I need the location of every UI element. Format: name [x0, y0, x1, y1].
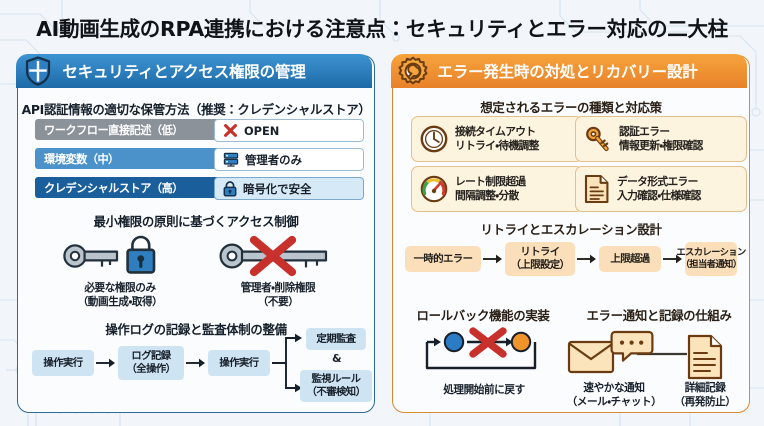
retry-step-1: リトライ （上限設定）	[505, 242, 575, 276]
error-card-1: 認証エラー 情報更新・権限確認	[575, 116, 747, 162]
key-crossed-out-icon	[219, 235, 328, 277]
gear-wrench-icon	[391, 56, 435, 86]
notify-item-1-caption: 詳細記録 （再発防止）	[674, 382, 736, 408]
retry-step-3: エスカレーション （担当者通知）	[676, 242, 746, 276]
notify-diagram	[567, 330, 723, 380]
storage-row-high-label: クレデンシャルストア（高）	[35, 177, 227, 198]
security-panel: セキュリティとアクセス権限の管理 API認証情報の適切な保管方法（推奨：クレデン…	[16, 54, 375, 413]
access-item-0-caption: 必要な権限のみ （動画生成・取得）	[77, 282, 163, 308]
audit-branch-0: 定期監査	[306, 328, 366, 350]
envelope-icon	[567, 340, 615, 374]
storage-section-title: API認証情報の適切な保管方法（推奨：クレデンシャルストア）	[21, 102, 371, 117]
storage-row-low: ワークフロー直接記述（低）	[35, 119, 227, 140]
storage-status-mid-label: 管理者のみ	[245, 152, 302, 167]
security-panel-header: セキュリティとアクセス権限の管理	[16, 54, 373, 89]
document-icon	[584, 174, 609, 204]
storage-status-mid: 管理者のみ	[214, 148, 364, 171]
storage-row-mid: 環境変数（中）	[35, 148, 227, 169]
error-types-section-title: 想定されるエラーの種類と対応策	[480, 100, 662, 115]
arrow-icon	[186, 358, 205, 368]
security-panel-header-label: セキュリティとアクセス権限の管理	[62, 63, 306, 82]
shield-icon	[16, 56, 60, 87]
error-panel-header: エラー発生時の対処とリカバリー設計	[391, 54, 748, 89]
retry-section-title: リトライとエスカレーション設計	[480, 222, 662, 237]
gauge-icon	[420, 175, 448, 203]
storage-row-high: クレデンシャルストア（高）	[35, 177, 227, 198]
key-lock-icon	[63, 235, 156, 274]
storage-row-mid-label: 環境変数（中）	[35, 148, 227, 169]
audit-branch-conjunction: &	[332, 352, 342, 365]
storage-status-low-label: OPEN	[244, 123, 280, 138]
notify-section-title: エラー通知と記録の仕組み	[586, 308, 732, 323]
audit-branch-1: 監視ルール （不審検知）	[300, 370, 372, 402]
error-card-0: 接続タイムアウト リトライ・待機調整	[411, 116, 583, 162]
page-title: AI動画生成のRPA連携における注意点：セキュリティとエラー対応の二大柱	[36, 17, 728, 41]
audit-step-0: 操作実行	[32, 350, 94, 376]
arrow-icon	[96, 358, 115, 368]
storage-status-low: OPEN	[214, 119, 364, 142]
chat-bubble-icon	[610, 330, 654, 362]
error-card-0-text: 接続タイムアウト リトライ・待機調整	[455, 125, 539, 152]
audit-step-1: ログ記録 （全操作）	[118, 346, 184, 380]
rollback-loop-diagram	[425, 327, 537, 370]
error-card-2: レート制限超過 間隔調整・分散	[411, 166, 583, 212]
server-icon	[223, 152, 239, 167]
arrow-icon	[483, 254, 502, 264]
access-item-1-caption: 管理者・削除権限 （不要）	[240, 282, 316, 308]
red-x-icon	[224, 124, 237, 137]
notify-item-0-caption: 速やかな通知 （メール・チャット）	[566, 382, 662, 408]
error-panel-header-label: エラー発生時の対処とリカバリー設計	[437, 63, 698, 82]
padlock-icon	[223, 180, 237, 197]
retry-step-0: 一時的エラー	[405, 246, 481, 272]
clock-icon	[420, 125, 448, 153]
storage-status-high: 暗号化で安全	[214, 177, 364, 200]
document-icon	[687, 334, 723, 380]
rollback-section-title: ロールバック機能の実装	[416, 308, 550, 323]
error-card-3-text: データ形式エラー 入力確認・仕様確認	[617, 175, 701, 202]
arrow-icon	[577, 254, 596, 264]
key-icon	[586, 126, 609, 152]
retry-step-2: 上限超過	[599, 246, 661, 272]
error-panel: エラー発生時の対処とリカバリー設計 想定されるエラーの種類と対応策 接続タイムア…	[391, 54, 750, 413]
access-section-title: 最小権限の原則に基づくアクセス制御	[93, 214, 299, 229]
rollback-caption: 処理開始前に戻す	[443, 384, 525, 396]
error-card-1-text: 認証エラー 情報更新・権限確認	[619, 125, 703, 152]
audit-branch-arrows	[272, 333, 302, 393]
storage-row-low-label: ワークフロー直接記述（低）	[35, 119, 227, 140]
audit-step-2: 操作実行	[208, 350, 270, 376]
storage-status-high-label: 暗号化で安全	[243, 181, 312, 196]
error-card-2-text: レート制限超過 間隔調整・分散	[455, 175, 526, 202]
audit-section-title: 操作ログの記録と監査体制の整備	[105, 322, 287, 337]
arrow-icon	[663, 254, 682, 264]
error-card-3: データ形式エラー 入力確認・仕様確認	[575, 166, 747, 212]
